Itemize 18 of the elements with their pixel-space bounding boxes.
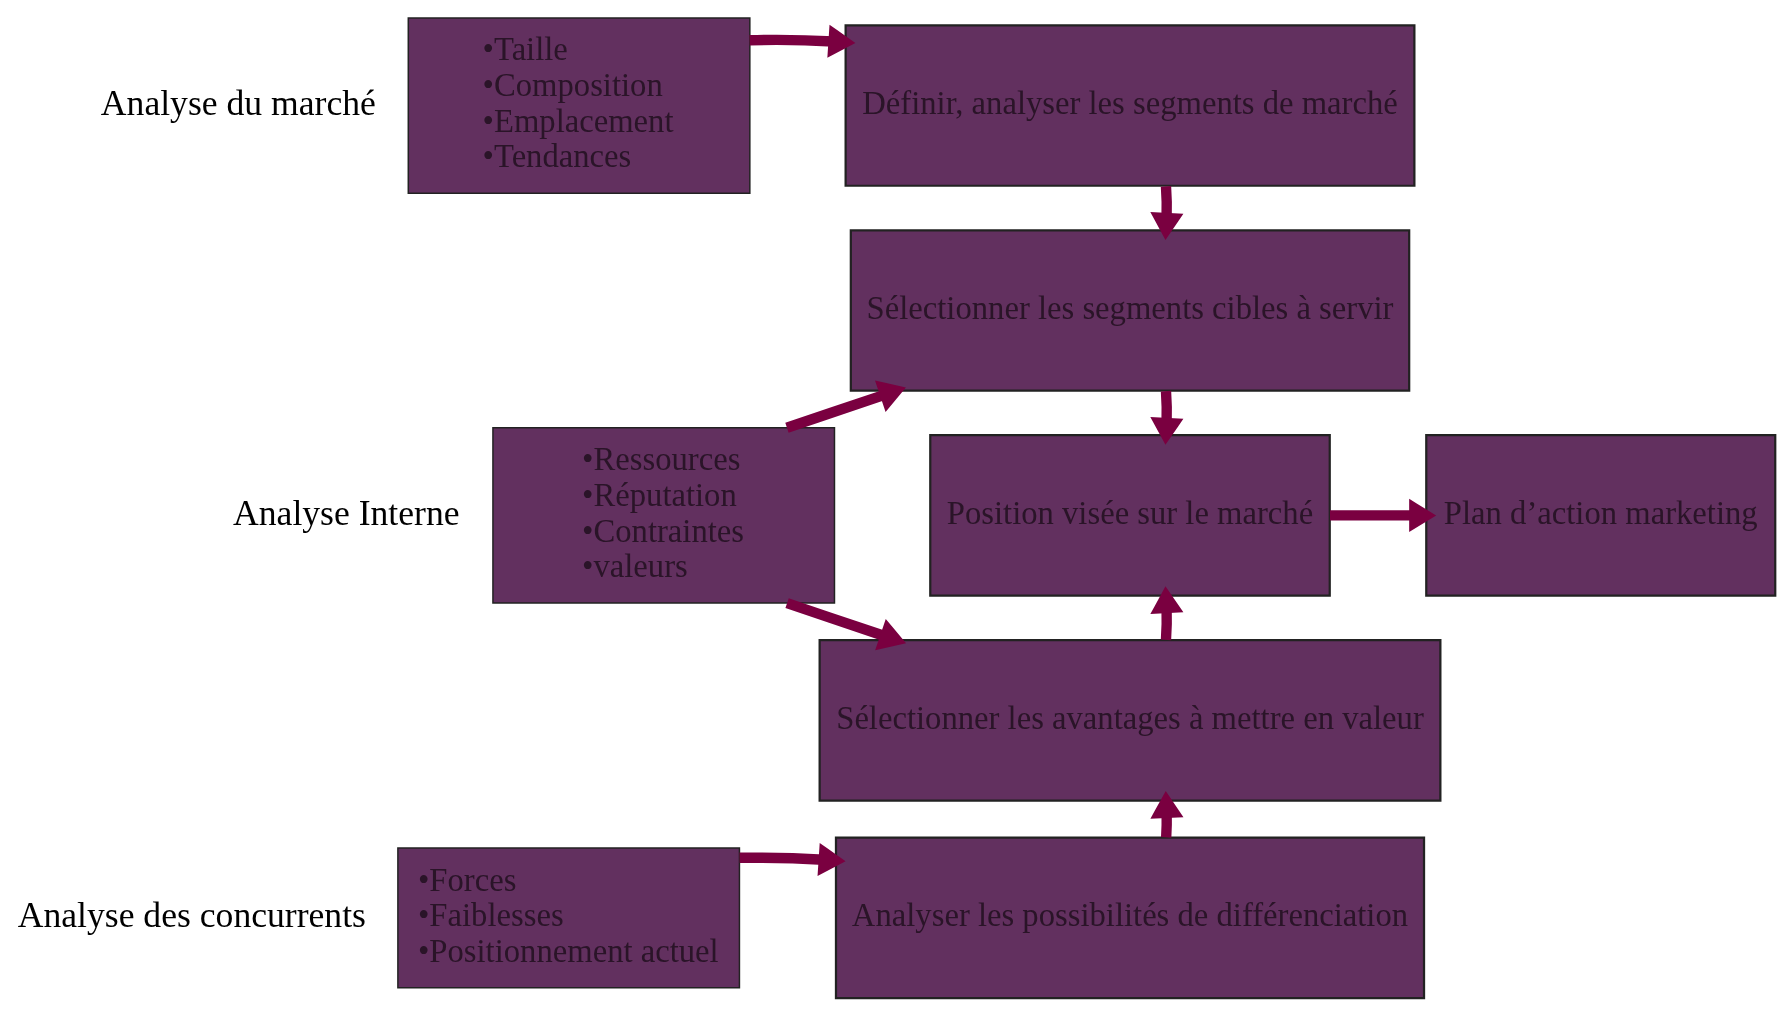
arrow [785,597,907,650]
arrow [1150,585,1184,640]
node-box: Définir, analyser les segments de marché [844,23,1416,187]
arrow [1150,185,1184,240]
node-box: Plan d’action marketing [1425,433,1777,597]
arrow [1150,790,1184,838]
node-label: Analyse des concurrents [17,894,366,935]
arrow [739,842,846,876]
arrow [1150,390,1184,445]
node-box: Sélectionner les segments cibles à servir [849,228,1411,392]
node-box: Position visée sur le marché [929,433,1331,597]
arrow [1330,498,1437,532]
node-label: Analyse Interne [233,492,460,533]
node-box: Analyser les possibilités de différenciation [834,836,1426,999]
node-box: Sélectionner les avantages à mettre en valeur [818,638,1442,802]
arrow [749,24,856,58]
node-label: Analyse du marché [100,82,376,123]
arrow [785,380,906,433]
